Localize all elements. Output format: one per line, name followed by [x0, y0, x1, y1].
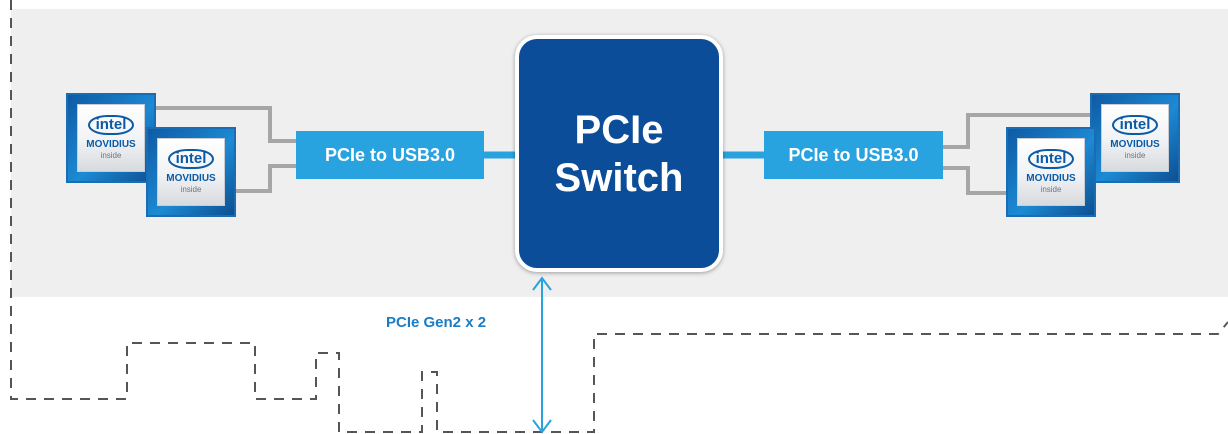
bus-arrow-head-bottom [532, 419, 552, 434]
switch-label-line2: Switch [554, 155, 684, 200]
intel-logo: intel [87, 115, 135, 135]
connector-right-top [943, 113, 1090, 149]
bridge-left: PCIe to USB3.0 [296, 131, 484, 179]
chip-tagline: inside [1124, 151, 1146, 160]
chip-face: intel MOVIDIUS inside [77, 104, 145, 172]
bus-label: PCIe Gen2 x 2 [386, 314, 487, 331]
movidius-chip-left-top: intel MOVIDIUS inside [66, 93, 156, 183]
chip-product: MOVIDIUS [1026, 173, 1076, 184]
bridge-right: PCIe to USB3.0 [764, 131, 943, 179]
pcie-switch: PCIe Switch [515, 35, 723, 272]
bus-arrow-head-top [532, 276, 552, 291]
intel-logo: intel [1027, 149, 1075, 169]
chip-face: intel MOVIDIUS inside [1017, 138, 1085, 206]
connector-right-bottom [943, 166, 1006, 195]
chip-tagline: inside [1040, 185, 1062, 194]
movidius-chip-right-bottom: intel MOVIDIUS inside [1006, 127, 1096, 217]
chip-product: MOVIDIUS [166, 173, 216, 184]
movidius-chip-right-top: intel MOVIDIUS inside [1090, 93, 1180, 183]
intel-logo: intel [167, 149, 215, 169]
chip-tagline: inside [180, 185, 202, 194]
chip-tagline: inside [100, 151, 122, 160]
switch-label-line1: PCIe [574, 107, 664, 152]
chip-face: intel MOVIDIUS inside [1101, 104, 1169, 172]
chip-product: MOVIDIUS [1110, 139, 1160, 150]
connector-left-top [156, 106, 296, 143]
chip-face: intel MOVIDIUS inside [157, 138, 225, 206]
chip-product: MOVIDIUS [86, 139, 136, 150]
pcb-outline [10, 0, 1228, 433]
connector-left-bottom [236, 164, 296, 193]
intel-logo: intel [1111, 115, 1159, 135]
movidius-chip-left-bottom: intel MOVIDIUS inside [146, 127, 236, 217]
